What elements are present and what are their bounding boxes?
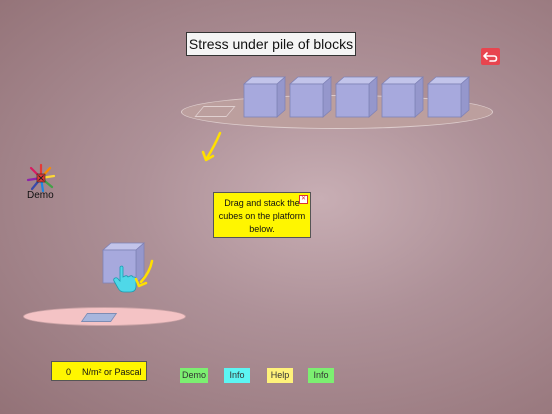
stress-unit: N/m² or Pascal	[82, 367, 142, 377]
stress-value: 0	[66, 367, 72, 377]
cube-3[interactable]	[334, 76, 378, 118]
target-slot	[80, 313, 118, 322]
demo-cube[interactable]	[101, 242, 145, 284]
demo-label: Demo	[27, 190, 54, 201]
drag-arrow-icon	[201, 131, 222, 162]
pointing-hand-icon	[113, 265, 137, 293]
demo-button[interactable]: Demo	[180, 368, 208, 383]
undo-arrow-icon	[483, 52, 498, 62]
color-wheel-icon[interactable]	[26, 163, 56, 193]
info-button[interactable]: Info	[224, 368, 250, 383]
cube-2[interactable]	[288, 76, 332, 118]
cube-1[interactable]	[242, 76, 286, 118]
cube-4[interactable]	[380, 76, 424, 118]
stress-readout: 0 N/m² or Pascal	[51, 361, 147, 381]
instruction-tooltip: Drag and stack the cubes on the platform…	[213, 192, 311, 238]
back-button[interactable]	[481, 48, 500, 65]
close-icon[interactable]: ✕	[299, 195, 308, 204]
drop-arrow-icon	[134, 259, 154, 288]
cube-5[interactable]	[426, 76, 470, 118]
page-title: Stress under pile of blocks	[186, 32, 356, 56]
help-button[interactable]: Help	[267, 368, 293, 383]
info-button-2[interactable]: Info	[308, 368, 334, 383]
tooltip-text: Drag and stack the cubes on the platform…	[218, 198, 306, 234]
